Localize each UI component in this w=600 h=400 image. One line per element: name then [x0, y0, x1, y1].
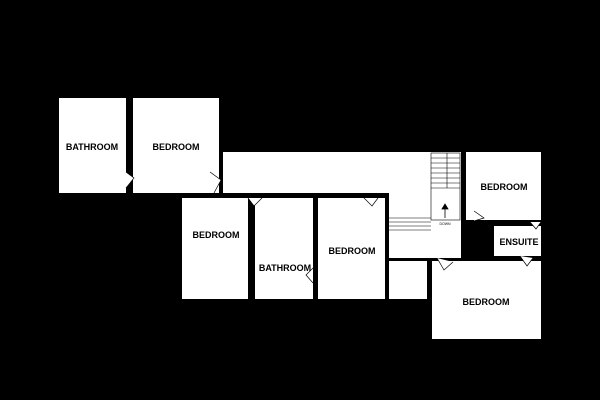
- stairs-down-label: DOWN: [439, 222, 451, 226]
- room-labels: BATHROOM BEDROOM BEDROOM BATHROOM BEDROO…: [66, 142, 539, 307]
- bedroom-top-floor: [133, 98, 219, 193]
- stair-well: [430, 152, 461, 221]
- bathroom-top-floor: [59, 98, 126, 193]
- bedroom-right-top-floor: [466, 152, 541, 220]
- bedroom-left-floor: [182, 198, 248, 299]
- room-label-bedroom-right-bottom: BEDROOM: [463, 297, 510, 307]
- room-label-ensuite: ENSUITE: [499, 237, 538, 247]
- floor-areas: [59, 98, 541, 339]
- door-bathroom-top: [125, 171, 135, 189]
- door-bedroom-right-top: [473, 210, 485, 222]
- door-ensuite-left: [529, 221, 542, 230]
- closet-floor: [389, 261, 427, 299]
- room-label-bedroom-mid: BEDROOM: [329, 246, 376, 256]
- bedroom-right-bottom-floor: [432, 261, 541, 339]
- door-bedroom-right-bottom: [436, 257, 454, 271]
- room-label-bathroom-top: BATHROOM: [66, 142, 118, 152]
- door-bedroom-top: [209, 171, 222, 194]
- room-label-bedroom-right-top: BEDROOM: [481, 182, 528, 192]
- door-bedroom-left: [247, 197, 263, 207]
- room-label-bathroom-mid: BATHROOM: [259, 263, 311, 273]
- stair-arrow-icon: [441, 203, 449, 218]
- bathroom-mid-floor: [255, 198, 313, 299]
- door-bedroom-mid: [363, 197, 379, 207]
- door-bathroom-mid: [305, 267, 314, 284]
- bedroom-mid-floor: [318, 198, 385, 299]
- room-label-bedroom-left: BEDROOM: [193, 230, 240, 240]
- staircase: [389, 152, 461, 231]
- ensuite-floor: [494, 226, 541, 256]
- door-ensuite-bottom: [519, 255, 534, 267]
- landing-center-floor: [389, 152, 461, 258]
- doors: [125, 171, 542, 284]
- room-label-bedroom-top: BEDROOM: [153, 142, 200, 152]
